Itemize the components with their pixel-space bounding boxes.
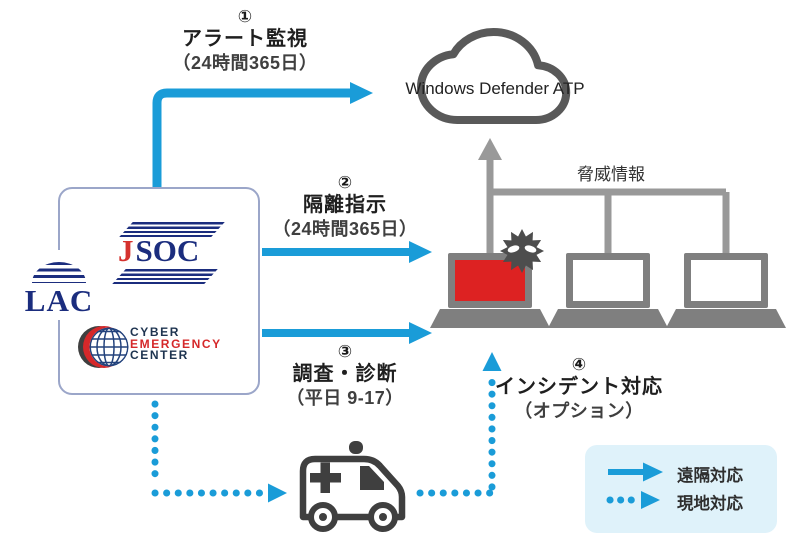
legend-remote-label: 遠隔対応 <box>677 467 743 485</box>
step2-title: 隔離指示 <box>303 194 387 217</box>
step1-number: ① <box>237 7 253 26</box>
step1-label: ① アラート監視 （24時間365日） <box>135 6 355 75</box>
step4-schedule: （オプション） <box>514 401 644 422</box>
step1-title: アラート監視 <box>182 28 308 51</box>
cec-logo: CYBER EMERGENCY CENTER <box>130 325 222 362</box>
step3-number: ③ <box>337 342 353 361</box>
step4-title: インシデント対応 <box>495 376 663 399</box>
jsoc-logo-soc: SOC <box>135 233 200 268</box>
solid-arrow-icon <box>608 462 663 482</box>
step3-title: 調査・診断 <box>292 363 398 386</box>
arrow-step3-investigation <box>262 322 432 344</box>
arrow-step2-isolation <box>262 241 432 263</box>
step2-label: ② 隔離指示 （24時間365日） <box>245 172 445 241</box>
step4-label: ④ インシデント対応 （オプション） <box>468 354 690 423</box>
lac-logo-dome-icon <box>32 262 86 283</box>
step3-schedule: （平日 9-17） <box>286 388 404 409</box>
legend-box <box>585 445 777 533</box>
legend-onsite-label: 現地対応 <box>677 495 743 513</box>
threat-info-label: 脅威情報 <box>577 165 645 184</box>
dotted-path-onsite <box>151 368 496 497</box>
step2-schedule: （24時間365日） <box>272 219 418 240</box>
arrow-step1-alert-monitoring <box>152 82 373 187</box>
virus-malware-icon <box>500 229 544 273</box>
cec-logo-line3: CENTER <box>130 348 189 362</box>
cec-logo-line1: CYBER <box>130 325 181 339</box>
lac-logo-text: LAC <box>24 283 94 318</box>
jsoc-logo: JSOC <box>118 233 228 269</box>
dotted-arrowhead-to-ambulance <box>268 483 287 503</box>
laptop-icon <box>666 253 786 328</box>
threat-info-arrowhead <box>478 138 502 160</box>
ambulance-icon <box>299 441 406 532</box>
lac-logo: LAC <box>14 250 104 320</box>
jsoc-logo-j: J <box>118 233 134 268</box>
dotted-arrowhead-to-laptop <box>482 352 502 371</box>
cec-logo-line2: EMERGENCY <box>130 336 222 351</box>
step4-number: ④ <box>571 355 587 374</box>
threat-info-lines <box>486 155 730 253</box>
step3-label: ③ 調査・診断 （平日 9-17） <box>245 341 445 410</box>
step1-schedule: （24時間365日） <box>172 53 318 74</box>
step2-number: ② <box>337 173 353 192</box>
cloud-label: Windows Defender ATP <box>405 79 585 98</box>
cloud-icon <box>421 32 566 120</box>
dotted-arrow-icon <box>606 491 660 509</box>
jsoc-logo-stripes-bottom <box>112 269 218 284</box>
laptop-icon <box>548 253 668 328</box>
